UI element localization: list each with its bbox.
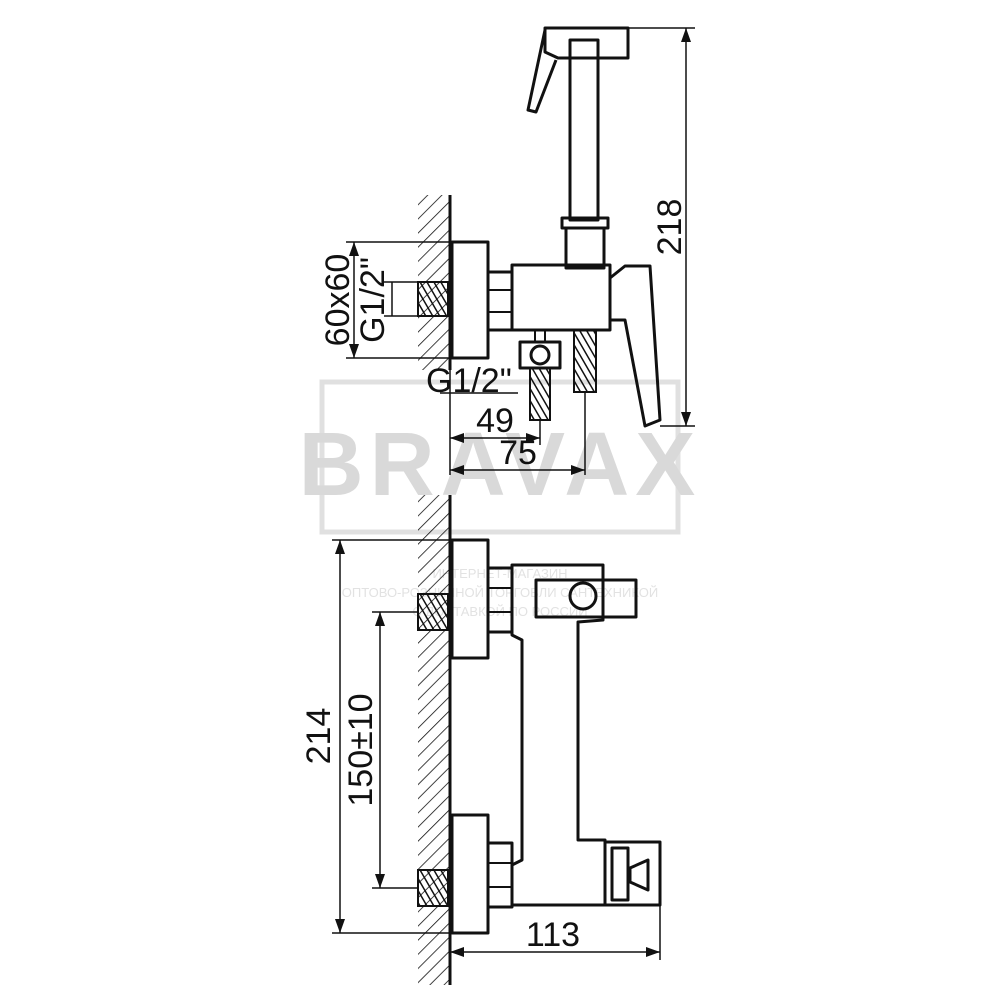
flange-side [450,240,490,360]
watermark-line-1: ИНТЕРНЕТ-МАГАЗИН [432,566,567,581]
dim-150: 150±10 [342,693,380,806]
front-view: 214 150±10 113 [300,495,662,985]
eccentric-nut-lower [486,841,514,909]
dim-thread-bottom: G1/2" [426,362,512,400]
wall-thread-top [417,281,449,317]
flange-lower [450,813,490,935]
dim-218: 218 [651,199,689,256]
lever-handle-side [608,264,662,428]
shower-handle [526,29,558,114]
hose-connector-left [529,367,551,421]
watermark-frame [319,379,681,535]
lever-knob-center [568,581,598,611]
dim-thread-left: G1/2" [354,257,392,343]
dim-75: 75 [499,434,537,472]
hose-connector-right [573,329,597,393]
dim-49: 49 [476,402,514,440]
shower-holder-top [543,26,630,60]
dim-60x60: 60x60 [319,254,357,347]
holder-collar [560,216,610,230]
side-view: 218 60x60 G1/2" G1/2" 49 75 [319,26,695,475]
wall-thread-upper [417,593,449,631]
dim-214: 214 [300,708,338,765]
valve-body-side [510,263,612,332]
watermark: BRAVAX ИНТЕРНЕТ-МАГАЗИН ОПТОВО-РОЗНИЧНОЙ… [299,379,702,619]
diverter-wedge [610,846,630,902]
wall-thread-lower [417,869,449,907]
holder-stem [568,38,600,222]
lever-knob-front [534,578,638,619]
dim-113: 113 [526,916,580,954]
eccentric-nut-side [486,270,514,332]
wall-hatch-bottom [418,495,450,985]
watermark-brand: BRAVAX [299,415,702,515]
outlet-nut-left [518,340,562,370]
